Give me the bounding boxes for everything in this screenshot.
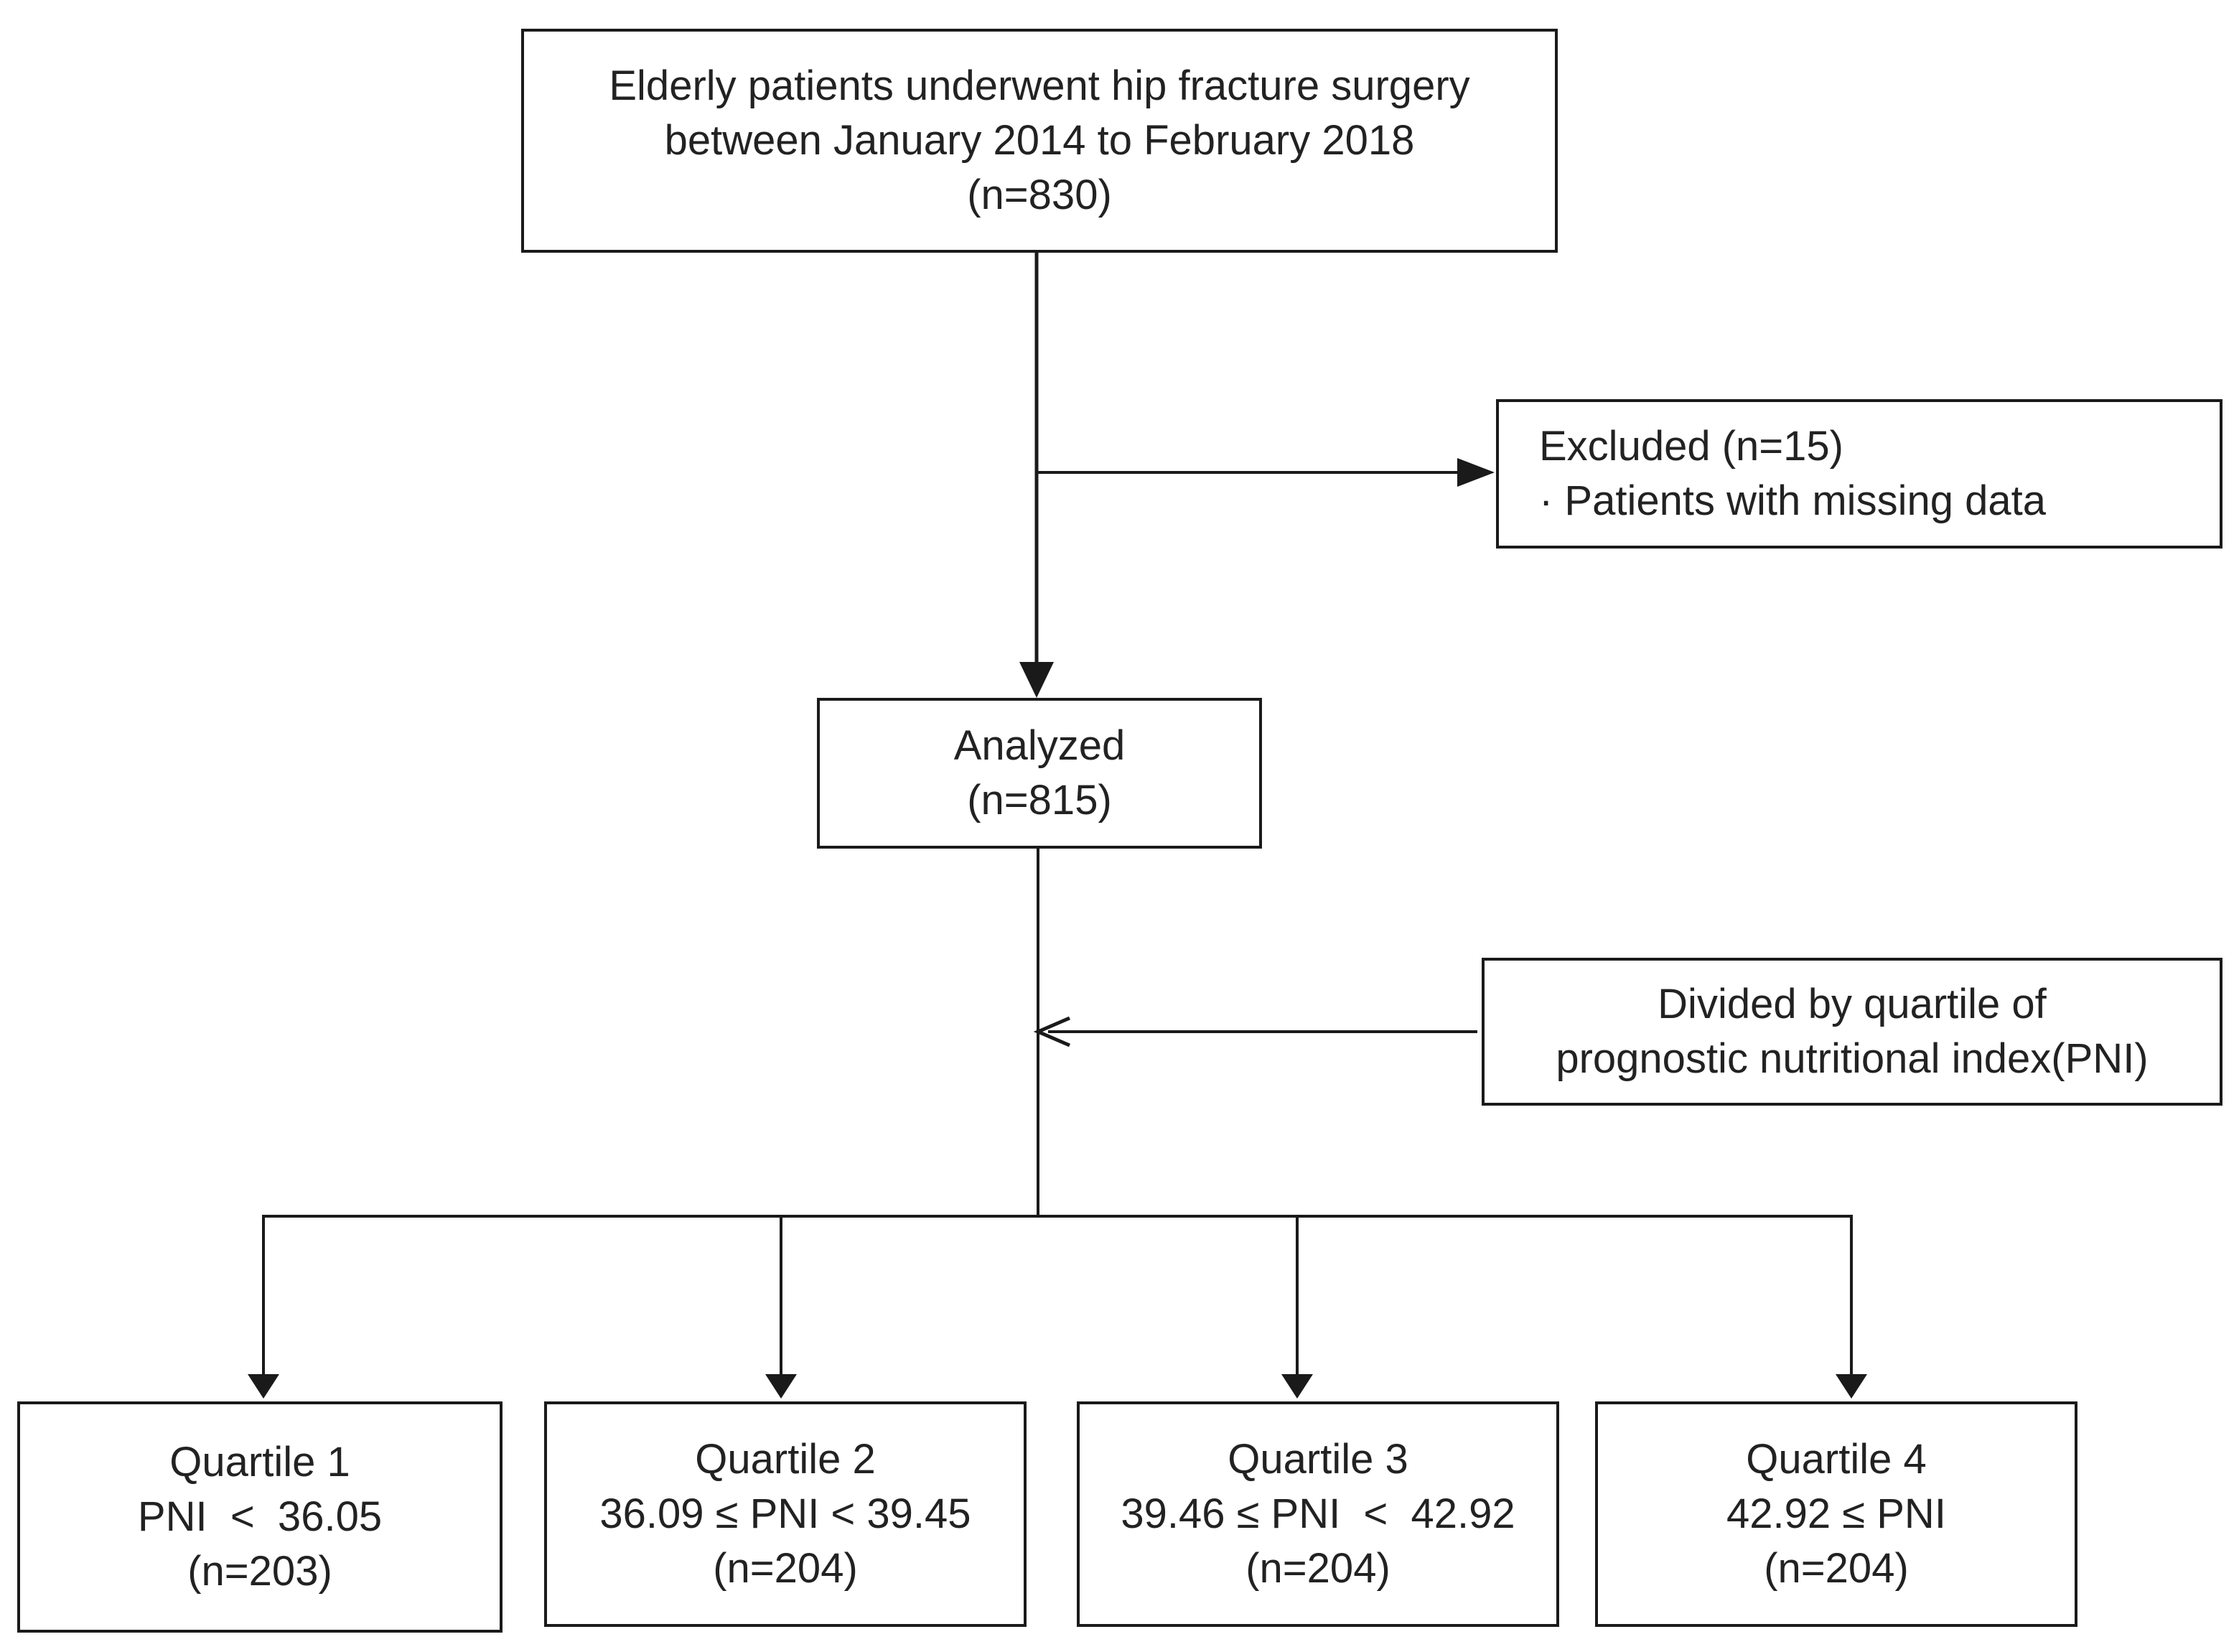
arrow-to-analyzed <box>1019 662 1054 698</box>
quartile-3-box: Quartile 3 39.46 ≤ PNI < 42.92 (n=204) <box>1077 1401 1559 1627</box>
quartile-2-title: Quartile 2 <box>695 1436 876 1483</box>
quartile-4-range: 42.92 ≤ PNI <box>1726 1490 1946 1537</box>
excluded-reason: · Patients with missing data <box>1539 477 2046 524</box>
excluded-title: Excluded (n=15) <box>1539 423 1843 470</box>
quartile-4-title: Quartile 4 <box>1746 1436 1927 1483</box>
analyzed-count: (n=815) <box>967 777 1112 823</box>
arrow-to-excluded <box>1457 458 1495 487</box>
arrow-to-q1 <box>248 1374 279 1399</box>
quartile-2-range: 36.09 ≤ PNI < 39.45 <box>599 1490 971 1537</box>
quartile-1-title: Quartile 1 <box>169 1439 350 1485</box>
arrow-to-q4 <box>1836 1374 1867 1399</box>
quartile-2-box: Quartile 2 36.09 ≤ PNI < 39.45 (n=204) <box>544 1401 1027 1627</box>
analyzed-box: Analyzed (n=815) <box>817 698 1262 849</box>
division-line-2: prognostic nutritional index(PNI) <box>1556 1035 2149 1082</box>
arrow-to-q2 <box>765 1374 797 1399</box>
quartile-1-count: (n=203) <box>187 1548 332 1595</box>
quartile-3-range: 39.46 ≤ PNI < 42.92 <box>1121 1490 1515 1537</box>
quartile-1-box: Quartile 1 PNI < 36.05 (n=203) <box>17 1401 503 1633</box>
quartile-4-count: (n=204) <box>1764 1545 1909 1592</box>
division-line-1: Divided by quartile of <box>1658 981 2047 1027</box>
start-population-box: Elderly patients underwent hip fracture … <box>521 29 1558 253</box>
analyzed-title: Analyzed <box>953 722 1126 769</box>
quartile-2-count: (n=204) <box>713 1545 858 1592</box>
quartile-3-title: Quartile 3 <box>1228 1436 1408 1483</box>
quartile-4-box: Quartile 4 42.92 ≤ PNI (n=204) <box>1595 1401 2077 1627</box>
arrow-from-divided <box>1033 1016 1070 1047</box>
start-line-2: between January 2014 to February 2018 <box>664 117 1415 164</box>
division-criteria-box: Divided by quartile of prognostic nutrit… <box>1482 958 2222 1106</box>
quartile-3-count: (n=204) <box>1245 1545 1390 1592</box>
start-line-1: Elderly patients underwent hip fracture … <box>609 62 1470 109</box>
start-line-3: (n=830) <box>967 172 1112 218</box>
quartile-1-range: PNI < 36.05 <box>137 1493 383 1540</box>
arrow-to-q3 <box>1281 1374 1313 1399</box>
excluded-box: Excluded (n=15) · Patients with missing … <box>1496 399 2222 549</box>
